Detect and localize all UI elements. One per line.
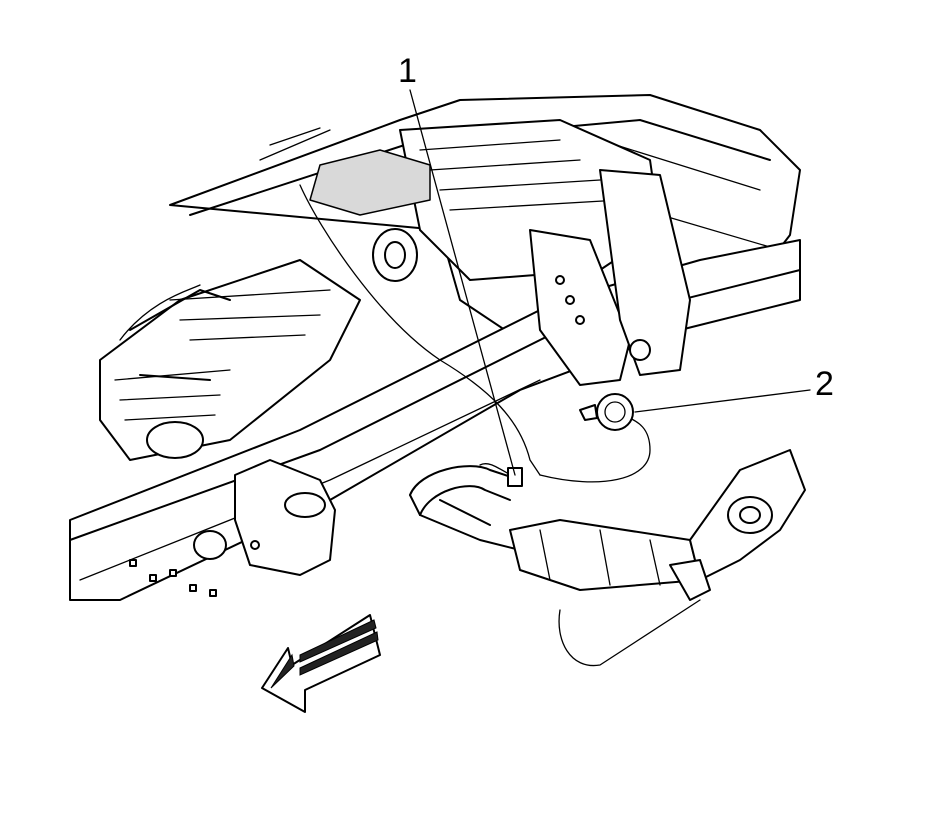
callout-2-label: 2 [815, 365, 834, 403]
catalytic-converter [509, 449, 806, 601]
spring-hanger-bracket [529, 169, 691, 386]
transmission-assembly [99, 259, 361, 461]
frame-mount-bracket [234, 459, 336, 576]
fuel-tank [309, 119, 661, 282]
sensor-wire-harness [299, 184, 701, 667]
callout-1-label: 1 [398, 52, 417, 90]
heated-oxygen-sensor [579, 393, 634, 431]
front-direction-arrow-icon [261, 614, 381, 713]
callout-leaders [409, 89, 811, 476]
exhaust-pipe [409, 465, 521, 551]
